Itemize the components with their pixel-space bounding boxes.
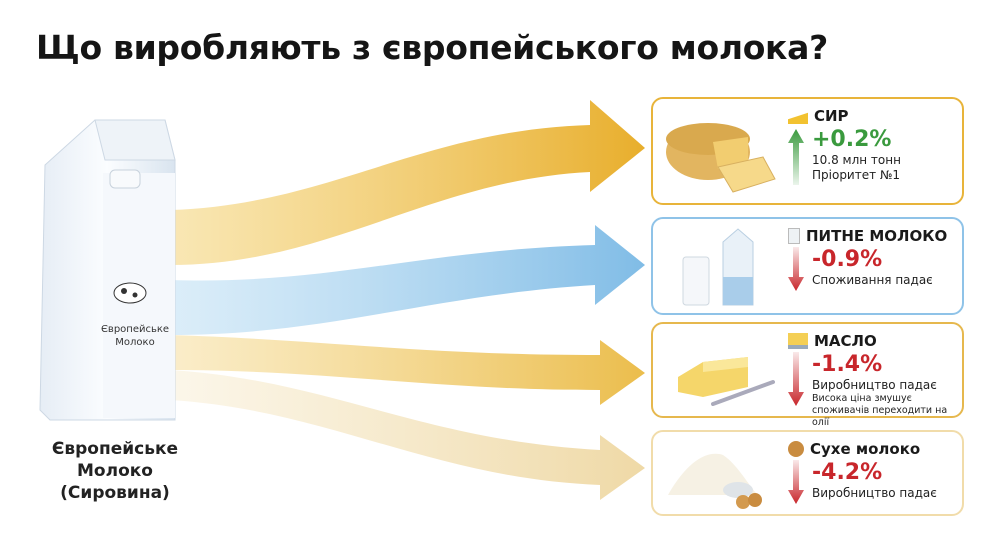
milk-image [682,228,754,306]
card-cheese: СИР +0.2% 10.8 млн тонн Пріоритет №1 [651,97,964,205]
card-drinking-milk: ПИТНЕ МОЛОКО -0.9% Споживання падає [651,217,964,315]
status-text: Споживання падає [812,273,933,287]
priority-text: Пріоритет №1 [812,168,901,182]
source-label: Європейське Молоко (Сировина) [51,439,179,503]
note-text: Висока ціна змушує [812,393,912,404]
arrow-up-icon [788,129,804,185]
arrow-down-icon [788,352,804,406]
cheese-image [666,123,776,193]
card-milk-powder: Сухе молоко -4.2% Виробництво падає [651,430,964,516]
cookie-icon [788,441,804,457]
arrow-milk [170,225,645,335]
svg-text:Молоко: Молоко [115,337,154,348]
volume-text: 10.8 млн тонн [812,153,901,167]
arrow-down-icon [788,460,804,504]
change-value: -0.9% [812,247,883,272]
product-name: ПИТНЕ МОЛОКО [806,227,948,245]
milk-glass-icon [788,228,800,244]
status-text: Виробництво падає [812,486,937,500]
milk-carton-image [39,119,176,421]
arrow-down-icon [788,247,804,291]
change-value: -4.2% [812,460,883,485]
change-value: -1.4% [812,352,883,377]
product-name: МАСЛО [814,332,877,350]
change-value: +0.2% [812,127,892,152]
status-text: Виробництво падає [812,378,937,392]
butter-icon [788,333,808,349]
page-title: Що виробляють з європейського молока? [36,28,828,67]
note-text: споживачів переходити на олії [812,405,948,428]
carton-label: Європейське [101,324,169,335]
product-name: Сухе молоко [810,440,921,458]
arrow-butter [170,335,645,405]
product-name: СИР [814,107,849,125]
card-butter: МАСЛО -1.4% Виробництво падає Висока цін… [651,322,964,428]
arrow-powder [170,370,645,500]
cheese-icon [788,112,808,124]
milk-powder-image [668,453,762,509]
butter-image [678,357,775,406]
arrow-cheese [170,100,645,265]
